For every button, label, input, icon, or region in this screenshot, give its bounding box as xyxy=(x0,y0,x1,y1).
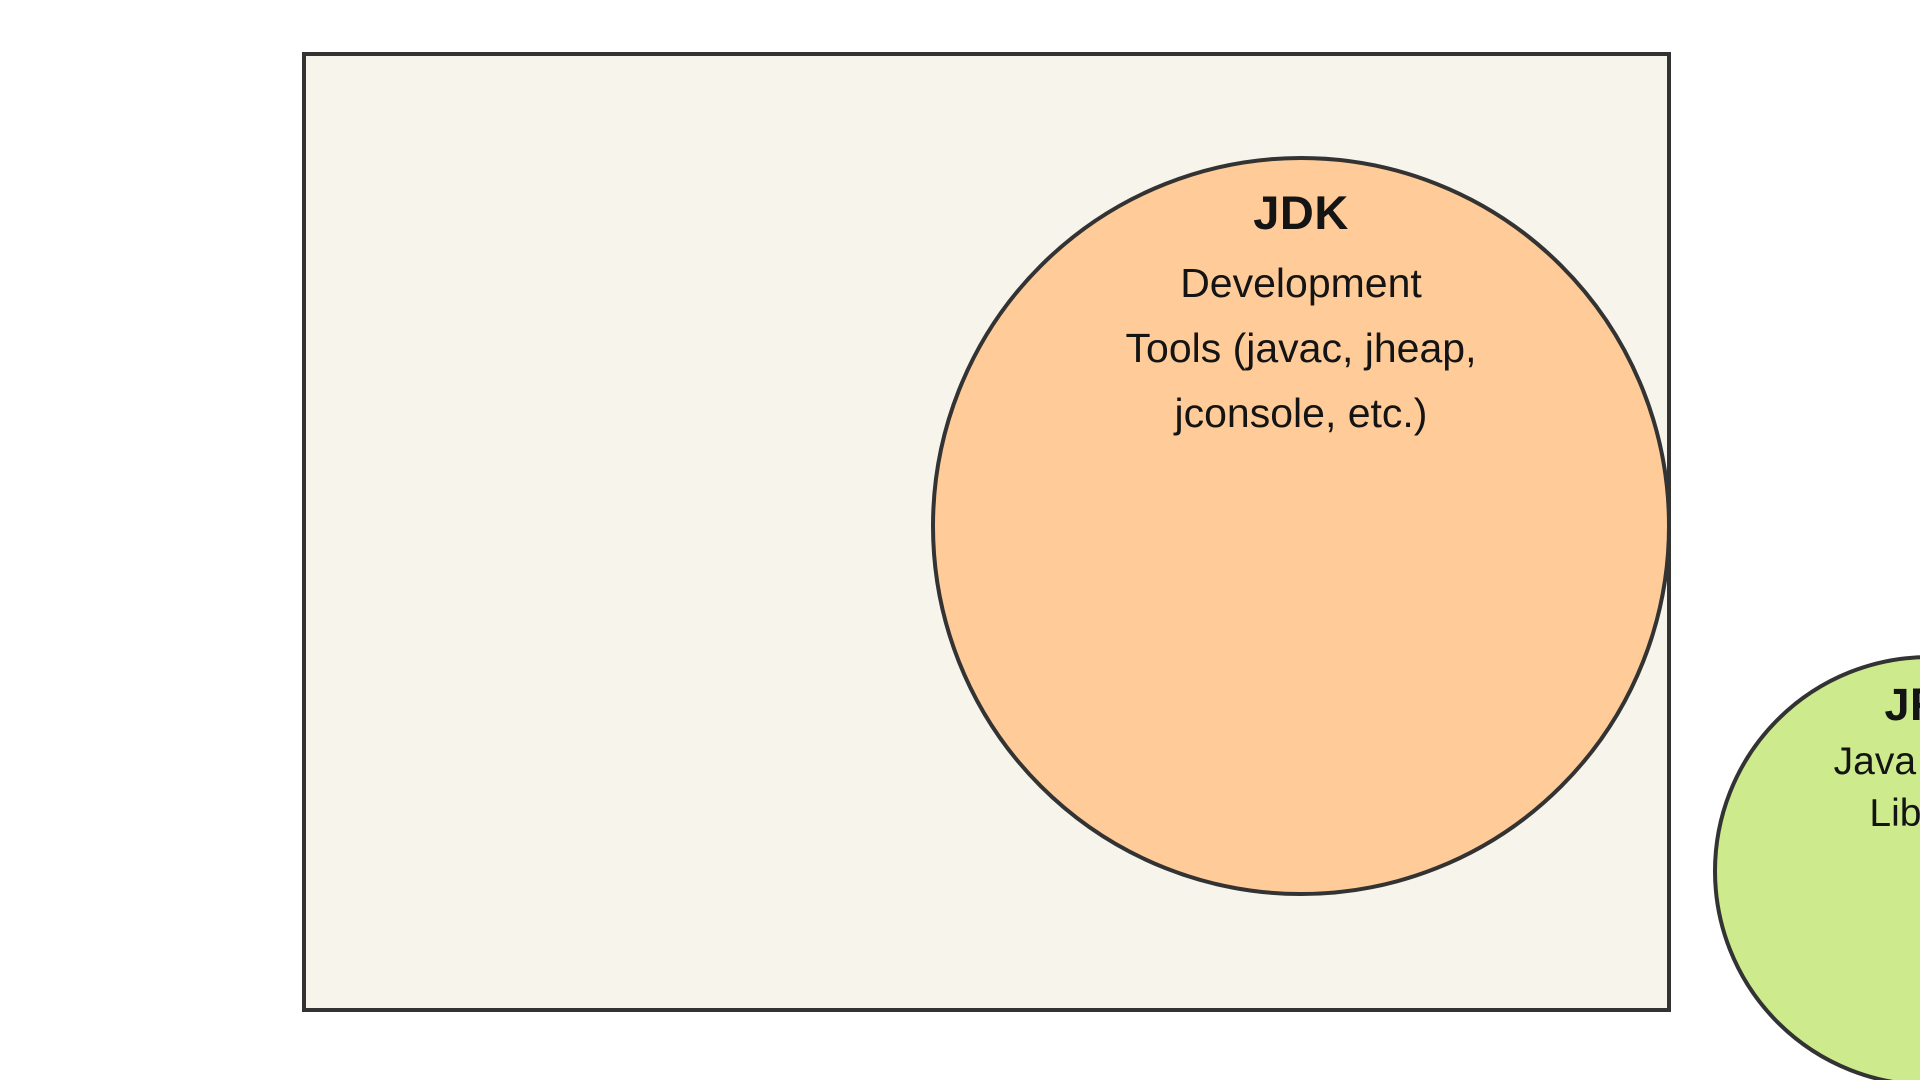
jdk-label: JDK xyxy=(1253,186,1349,239)
jre-description-line-2: Library xyxy=(1869,792,1920,836)
jre-circle[interactable]: JRE Java Class Library JVM xyxy=(1713,655,1920,1080)
jdk-description: Development Tools (javac, jheap, jconsol… xyxy=(1081,251,1521,445)
jre-description-line-1: Java Class xyxy=(1833,740,1920,784)
jre-description: Java Class Library xyxy=(1764,736,1920,840)
jdk-description-line-3: jconsole, etc.) xyxy=(1174,389,1428,436)
jdk-circle[interactable]: JDK Development Tools (javac, jheap, jco… xyxy=(931,156,1920,1080)
jdk-description-line-1: Development xyxy=(1180,260,1422,307)
jre-label: JRE xyxy=(1884,679,1920,730)
diagram-frame: JDK Development Tools (javac, jheap, jco… xyxy=(302,52,1920,1080)
jdk-description-line-2: Tools (javac, jheap, xyxy=(1125,325,1477,372)
